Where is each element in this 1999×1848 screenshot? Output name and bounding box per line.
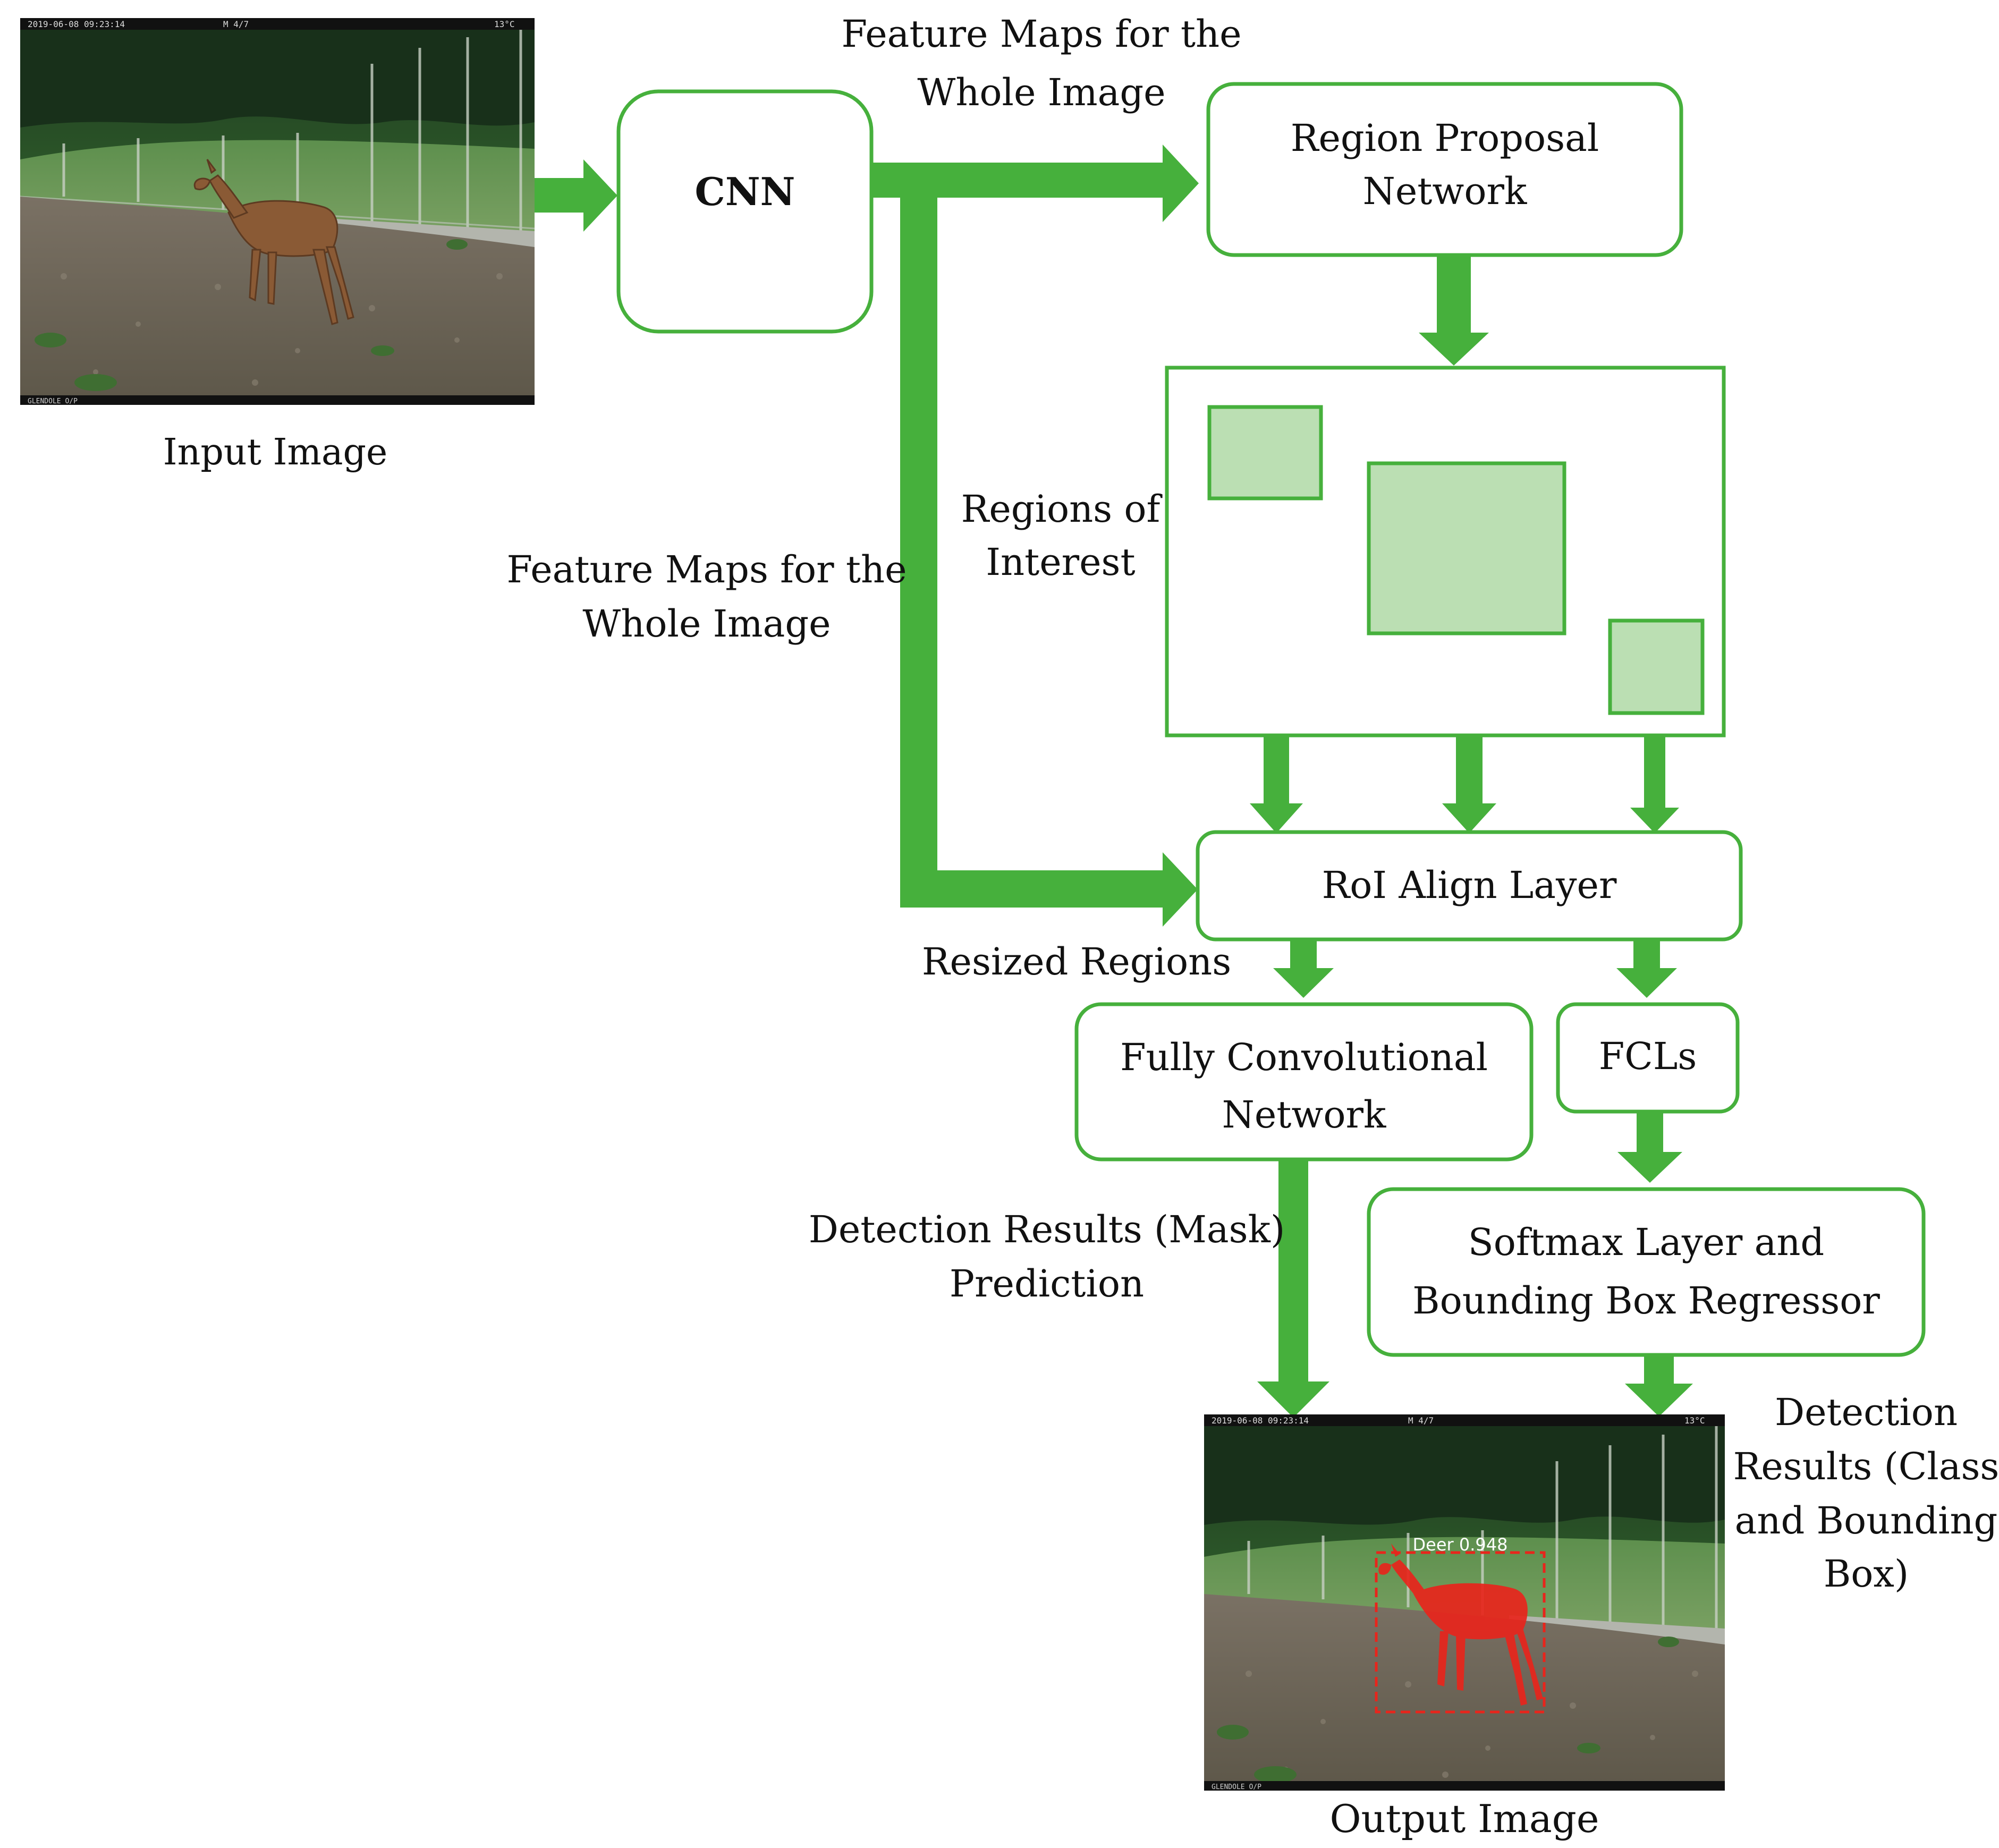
class-bbox-line1: Detection (1775, 1391, 1958, 1434)
fcls-box (1556, 1002, 1740, 1114)
softmax-label-line1: Softmax Layer and (1468, 1220, 1825, 1264)
roi-box-medium (1608, 618, 1705, 715)
cnn-box (616, 89, 874, 334)
resized-regions-label: Resized Regions (922, 940, 1231, 984)
arrow-rpn-to-regions (1419, 255, 1489, 366)
output-overlay-counter: M 4/7 (1408, 1415, 1434, 1426)
arrow-cnn-vertical-trunk (900, 163, 937, 908)
input-overlay-camera: GLENDOLE O/P (28, 397, 78, 405)
arrow-align-to-fcn (1273, 939, 1334, 998)
regions-of-interest-line1: Regions of (961, 487, 1163, 531)
arrow-softmax-to-output (1625, 1353, 1693, 1417)
detection-label: Deer 0.948 (1413, 1535, 1508, 1555)
output-image: Deer 0.948 2019-06-08 09:23:14 M 4/7 13°… (1204, 1414, 1725, 1791)
feature-maps-left-line2: Whole Image (582, 602, 831, 646)
input-overlay-timestamp: 2019-06-08 09:23:14 (28, 19, 125, 29)
softmax-label-line2: Bounding Box Regressor (1412, 1279, 1880, 1323)
fcn-label-line1: Fully Convolutional (1120, 1036, 1488, 1079)
class-bbox-line3: and Bounding (1735, 1499, 1998, 1542)
feature-maps-top-line1: Feature Maps for the (841, 12, 1241, 56)
arrow-fcls-to-softmax (1617, 1112, 1682, 1183)
input-overlay-temp: 13°C (494, 19, 515, 29)
output-overlay-temp: 13°C (1684, 1415, 1705, 1426)
roi-align-label: RoI Align Layer (1322, 863, 1617, 907)
input-image-caption: Input Image (163, 431, 388, 473)
arrow-cnn-to-rpn (871, 145, 1199, 222)
arrow-roi3-to-align (1630, 713, 1679, 833)
rpn-label-line1: Region Proposal (1291, 116, 1599, 160)
rpn-label-line2: Network (1363, 169, 1527, 213)
roi-box-small (1207, 405, 1323, 501)
output-image-caption: Output Image (1330, 1796, 1599, 1841)
output-overlay-timestamp: 2019-06-08 09:23:14 (1212, 1415, 1309, 1426)
input-image: 2019-06-08 09:23:14 M 4/7 13°C GLENDOLE … (20, 18, 535, 405)
fcls-label: FCLs (1599, 1035, 1697, 1078)
fcn-label-line2: Network (1222, 1093, 1386, 1137)
detection-bbox (1375, 1551, 1546, 1714)
feature-maps-left-line1: Feature Maps for the (506, 548, 907, 591)
class-bbox-line2: Results (Class (1733, 1445, 1999, 1488)
input-overlay-counter: M 4/7 (223, 19, 249, 29)
roi-box-large (1367, 461, 1566, 635)
fcn-box (1074, 1002, 1534, 1162)
deer-figure (193, 159, 354, 325)
class-bbox-line4: Box) (1824, 1552, 1909, 1596)
softmax-box (1367, 1187, 1926, 1357)
arrow-fcn-to-output (1257, 1158, 1329, 1418)
mask-prediction-line1: Detection Results (Mask) (809, 1208, 1285, 1251)
deer-mask (1378, 1544, 1543, 1706)
arrow-input-to-cnn (535, 159, 617, 232)
cnn-label: CNN (695, 169, 795, 214)
feature-maps-top-line2: Whole Image (917, 71, 1165, 114)
output-overlay-camera: GLENDOLE O/P (1212, 1783, 1261, 1791)
regions-of-interest-line2: Interest (986, 540, 1135, 584)
mask-prediction-line2: Prediction (950, 1262, 1144, 1306)
rpn-box (1206, 82, 1683, 257)
arrow-trunk-to-roi-align (900, 852, 1198, 927)
arrow-align-to-fcls (1616, 939, 1677, 998)
roi-align-box (1196, 830, 1743, 942)
